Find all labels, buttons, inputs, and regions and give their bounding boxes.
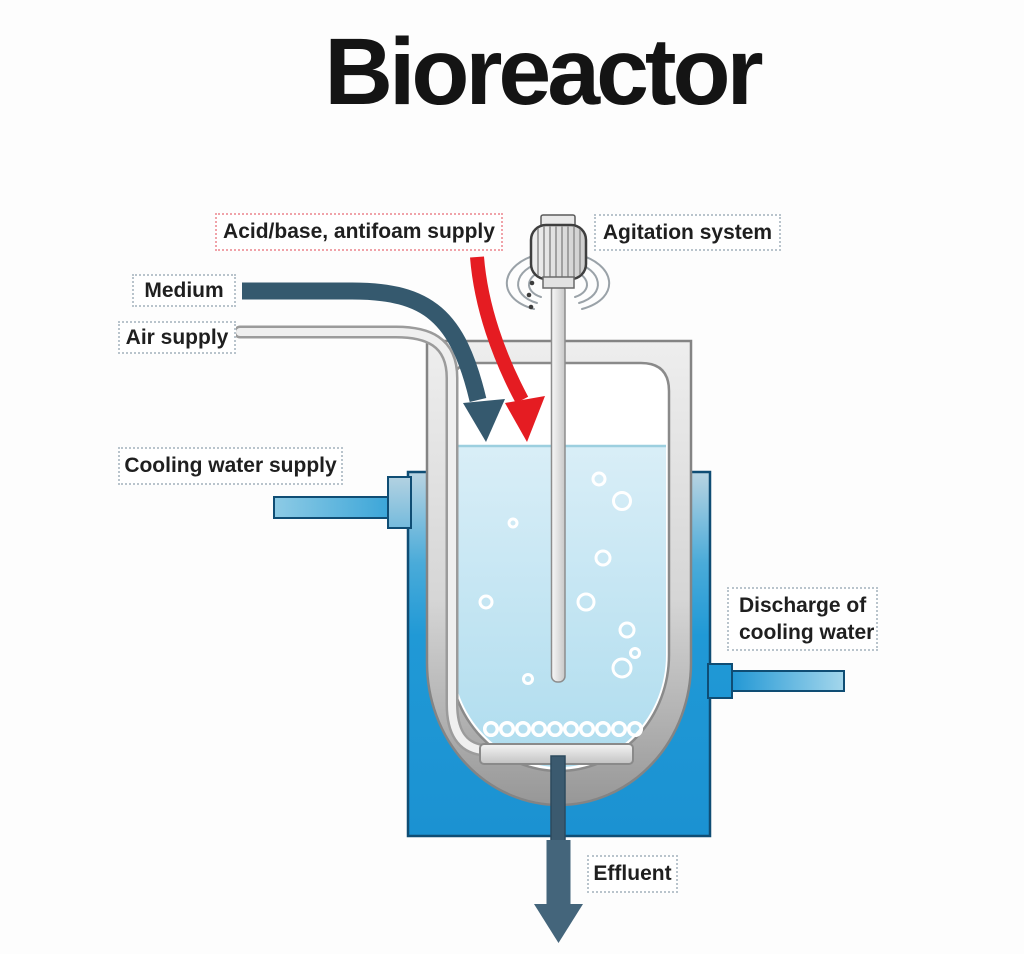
- motor-collar: [542, 276, 575, 289]
- acid-arrow-head: [505, 396, 545, 442]
- motor-body: [529, 223, 588, 281]
- label-air-supply: Air supply: [118, 321, 236, 354]
- air-supply-tube: [233, 325, 634, 765]
- acid-flow-arrow: [470, 256, 545, 442]
- label-acid-base-antifoam-supply: Acid/base, antifoam supply: [215, 213, 503, 251]
- medium-flow-arrow: [242, 282, 505, 442]
- acid-arrow-shaft: [470, 256, 529, 404]
- rotation-dots: [526, 280, 535, 310]
- rotation-swirl-icon: [505, 253, 611, 310]
- agitator-shaft: [550, 283, 566, 683]
- agitation-system: [505, 214, 611, 683]
- effluent-arrow-shaft: [546, 840, 571, 906]
- motor-ribs: [537, 226, 581, 278]
- medium-arrow-shaft: [242, 282, 487, 402]
- effluent-arrow-head: [534, 904, 583, 943]
- label-cooling-water-supply: Cooling water supply: [118, 447, 343, 485]
- bubbles: [478, 471, 641, 685]
- label-medium: Medium: [132, 274, 236, 307]
- sparger-bubble-row: [482, 720, 644, 738]
- cooling-supply-flange: [387, 476, 412, 529]
- label-discharge-of-cooling-water: Discharge of cooling water: [727, 587, 878, 651]
- cooling-discharge-flange: [707, 663, 733, 699]
- air-tube-inner: [236, 328, 486, 754]
- effluent-pipe: [550, 755, 566, 843]
- page-title: Bioreactor: [324, 19, 763, 125]
- label-agitation-system: Agitation system: [594, 214, 781, 251]
- effluent-arrow: [534, 755, 583, 943]
- cooling-supply-pipe: [273, 496, 393, 519]
- label-effluent: Effluent: [587, 855, 678, 893]
- air-tube-outline: [233, 325, 489, 757]
- cooling-discharge-pipe: [729, 670, 845, 692]
- medium-arrow-head: [463, 399, 505, 442]
